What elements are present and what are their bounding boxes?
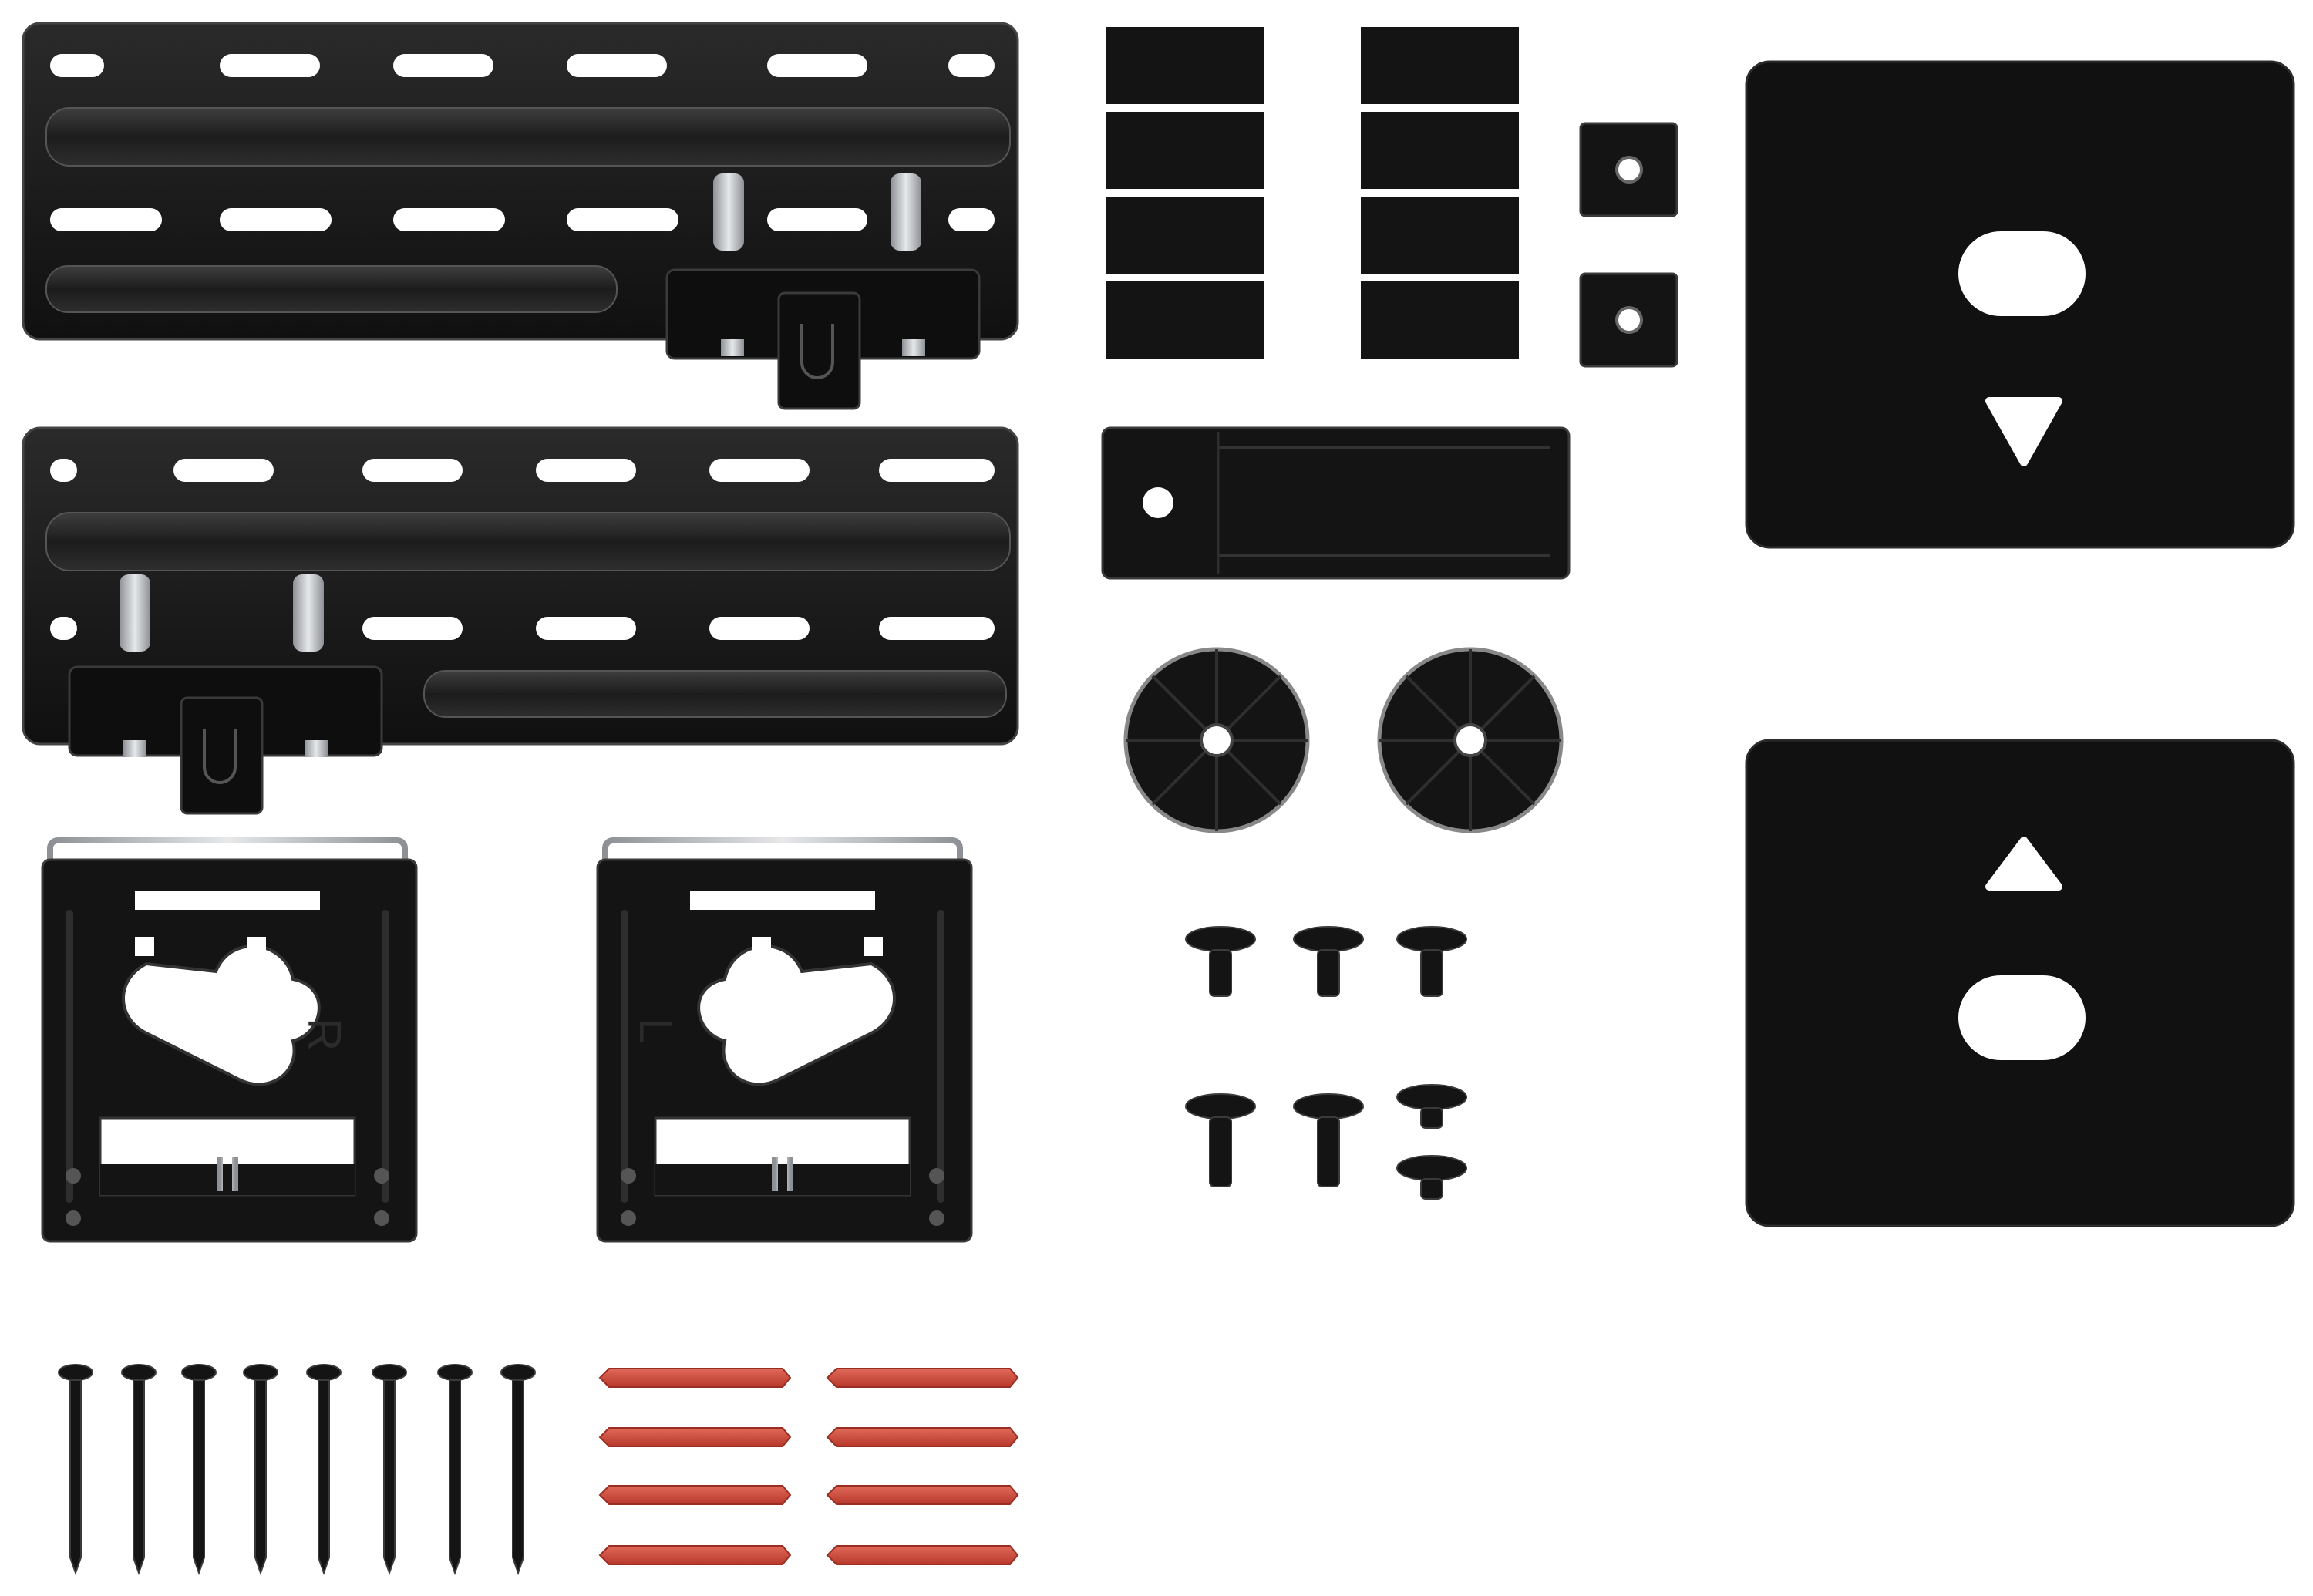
machine-screw	[1396, 926, 1467, 997]
rail-plate-bottom-latch	[68, 574, 383, 815]
svg-text:L: L	[630, 1018, 682, 1043]
rail-plate-top	[22, 22, 1019, 410]
square-spacer-bottom	[1579, 272, 1678, 368]
wall-anchor	[598, 1545, 792, 1565]
adhesive-pad-strip-right	[1361, 27, 1519, 359]
adhesive-pad-strip-left	[1106, 27, 1264, 359]
wall-anchor	[826, 1545, 1019, 1565]
wall-anchor	[826, 1368, 1019, 1388]
machine-screw	[1185, 1093, 1256, 1187]
wall-anchor	[826, 1485, 1019, 1505]
wood-screw	[58, 1364, 93, 1576]
wood-screws	[58, 1364, 536, 1576]
rail-plate-top-latch	[665, 173, 981, 410]
wall-anchor	[598, 1427, 792, 1447]
cover-plate-top	[1745, 60, 2295, 549]
machine-screw	[1396, 1084, 1467, 1129]
wall-anchors	[598, 1368, 1019, 1565]
round-spacer-left	[1123, 647, 1310, 833]
hanger-bracket-left-marked: L	[596, 837, 973, 1243]
wood-screw	[121, 1364, 157, 1576]
wood-screw	[306, 1364, 342, 1576]
svg-text:R: R	[298, 1018, 350, 1051]
machine-screw	[1185, 926, 1256, 997]
wall-anchor	[598, 1485, 792, 1505]
machine-screws	[1185, 926, 1467, 1200]
wood-screw	[372, 1364, 407, 1576]
wood-screw	[181, 1364, 217, 1576]
machine-screw	[1396, 1155, 1467, 1200]
rail-plate-bottom	[22, 426, 1019, 815]
machine-screw	[1293, 926, 1364, 997]
hanger-bracket-right-marked: R	[41, 837, 418, 1243]
wall-anchor	[598, 1368, 792, 1388]
slide-bar	[1101, 426, 1571, 580]
wood-screw	[437, 1364, 473, 1576]
machine-screw	[1293, 1093, 1364, 1187]
wood-screw	[243, 1364, 278, 1576]
arrow-down-icon	[1985, 397, 2062, 466]
cover-plate-bottom	[1745, 739, 2295, 1227]
arrow-up-icon	[1985, 837, 2062, 891]
square-spacer-top	[1579, 122, 1678, 217]
wood-screw	[500, 1364, 536, 1576]
round-spacer-right	[1377, 647, 1564, 833]
wall-anchor	[826, 1427, 1019, 1447]
